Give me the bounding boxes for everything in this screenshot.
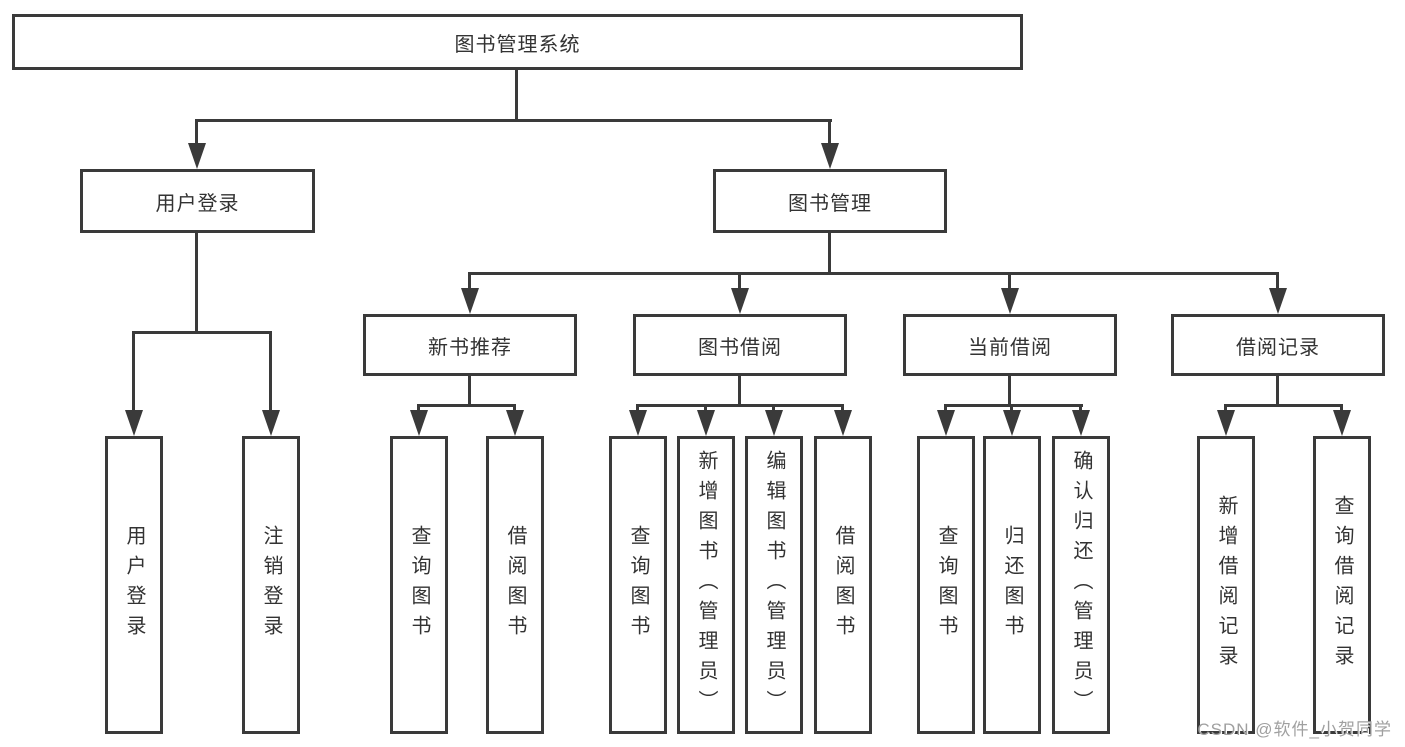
connector-arrowhead [937, 410, 955, 436]
node-user-login: 用户登录 [80, 169, 315, 233]
connector-line [1224, 404, 1227, 413]
connector-line [636, 404, 639, 413]
connector-line [417, 404, 516, 407]
connector-arrowhead [1001, 288, 1019, 314]
leaf-query-books-current: 查询图书 [917, 436, 975, 734]
connector-line [417, 404, 420, 413]
connector-line [513, 404, 516, 413]
connector-line [944, 404, 1083, 407]
leaf-query-books-borrowing: 查询图书 [609, 436, 667, 734]
connector-line [468, 272, 1279, 275]
node-root-label: 图书管理系统 [454, 33, 581, 56]
connector-arrowhead [1003, 410, 1021, 436]
leaf-edit-books-admin: 编辑图书（管理员） [745, 436, 803, 734]
leaf-label: 查询图书 [408, 525, 430, 645]
connector-arrowhead [731, 288, 749, 314]
connector-line [636, 404, 844, 407]
node-label: 图书借阅 [698, 336, 782, 359]
leaf-add-borrow-record: 新增借阅记录 [1197, 436, 1255, 734]
node-current-borrowing: 当前借阅 [903, 314, 1117, 376]
connector-line [1079, 404, 1082, 413]
connector-line [738, 374, 741, 407]
connector-line [1224, 404, 1343, 407]
connector-arrowhead [410, 410, 428, 436]
connector-line [1010, 404, 1013, 413]
connector-line [1276, 374, 1279, 407]
connector-arrowhead [262, 410, 280, 436]
leaf-label: 编辑图书（管理员） [763, 450, 785, 720]
connector-arrowhead [1333, 410, 1351, 436]
connector-line [738, 272, 741, 290]
leaf-label: 借阅图书 [832, 525, 854, 645]
connector-line [1008, 374, 1011, 407]
connector-line [468, 374, 471, 407]
connector-arrowhead [188, 143, 206, 169]
leaf-borrow-books-borrowing: 借阅图书 [814, 436, 872, 734]
node-new-book-recommend: 新书推荐 [363, 314, 577, 376]
node-book-management: 图书管理 [713, 169, 947, 233]
leaf-borrow-books-recommend: 借阅图书 [486, 436, 544, 734]
connector-arrowhead [629, 410, 647, 436]
connector-line [468, 272, 471, 290]
connector-arrowhead [821, 143, 839, 169]
connector-line [132, 331, 135, 412]
connector-line [704, 404, 707, 413]
connector-arrowhead [461, 288, 479, 314]
node-label: 当前借阅 [968, 336, 1052, 359]
leaf-confirm-return-admin: 确认归还（管理员） [1052, 436, 1110, 734]
leaf-add-books-admin: 新增图书（管理员） [677, 436, 735, 734]
node-label: 新书推荐 [428, 336, 512, 359]
connector-arrowhead [1072, 410, 1090, 436]
connector-line [828, 231, 831, 275]
leaf-logout: 注销登录 [242, 436, 300, 734]
connector-arrowhead [506, 410, 524, 436]
leaf-label: 确认归还（管理员） [1070, 450, 1092, 720]
connector-line [772, 404, 775, 413]
csdn-watermark: CSDN @软件_小贺同学 [1197, 720, 1392, 739]
connector-line [515, 68, 518, 122]
connector-line [1276, 272, 1279, 290]
leaf-query-books-recommend: 查询图书 [390, 436, 448, 734]
leaf-return-books: 归还图书 [983, 436, 1041, 734]
node-label: 图书管理 [788, 192, 872, 215]
leaf-label: 借阅图书 [504, 525, 526, 645]
node-root: 图书管理系统 [12, 14, 1023, 70]
connector-line [195, 231, 198, 334]
node-book-borrowing: 图书借阅 [633, 314, 847, 376]
connector-line [944, 404, 947, 413]
leaf-label: 注销登录 [260, 525, 282, 645]
leaf-label: 查询图书 [935, 525, 957, 645]
node-borrowing-records: 借阅记录 [1171, 314, 1385, 376]
leaf-label: 新增图书（管理员） [695, 450, 717, 720]
connector-line [1008, 272, 1011, 290]
connector-line [195, 119, 832, 122]
leaf-label: 归还图书 [1001, 525, 1023, 645]
connector-line [1340, 404, 1343, 413]
connector-arrowhead [834, 410, 852, 436]
leaf-label: 用户登录 [123, 525, 145, 645]
node-label: 借阅记录 [1236, 336, 1320, 359]
connector-line [195, 119, 198, 146]
connector-arrowhead [697, 410, 715, 436]
leaf-label: 查询借阅记录 [1331, 495, 1353, 675]
connector-arrowhead [1217, 410, 1235, 436]
leaf-label: 新增借阅记录 [1215, 495, 1237, 675]
connector-line [269, 331, 272, 412]
connector-line [841, 404, 844, 413]
connector-arrowhead [765, 410, 783, 436]
node-label: 用户登录 [155, 192, 240, 215]
connector-line [828, 119, 831, 146]
connector-arrowhead [125, 410, 143, 436]
connector-arrowhead [1269, 288, 1287, 314]
leaf-label: 查询图书 [627, 525, 649, 645]
connector-line [132, 331, 272, 334]
leaf-query-borrow-record: 查询借阅记录 [1313, 436, 1371, 734]
leaf-user-login: 用户登录 [105, 436, 163, 734]
